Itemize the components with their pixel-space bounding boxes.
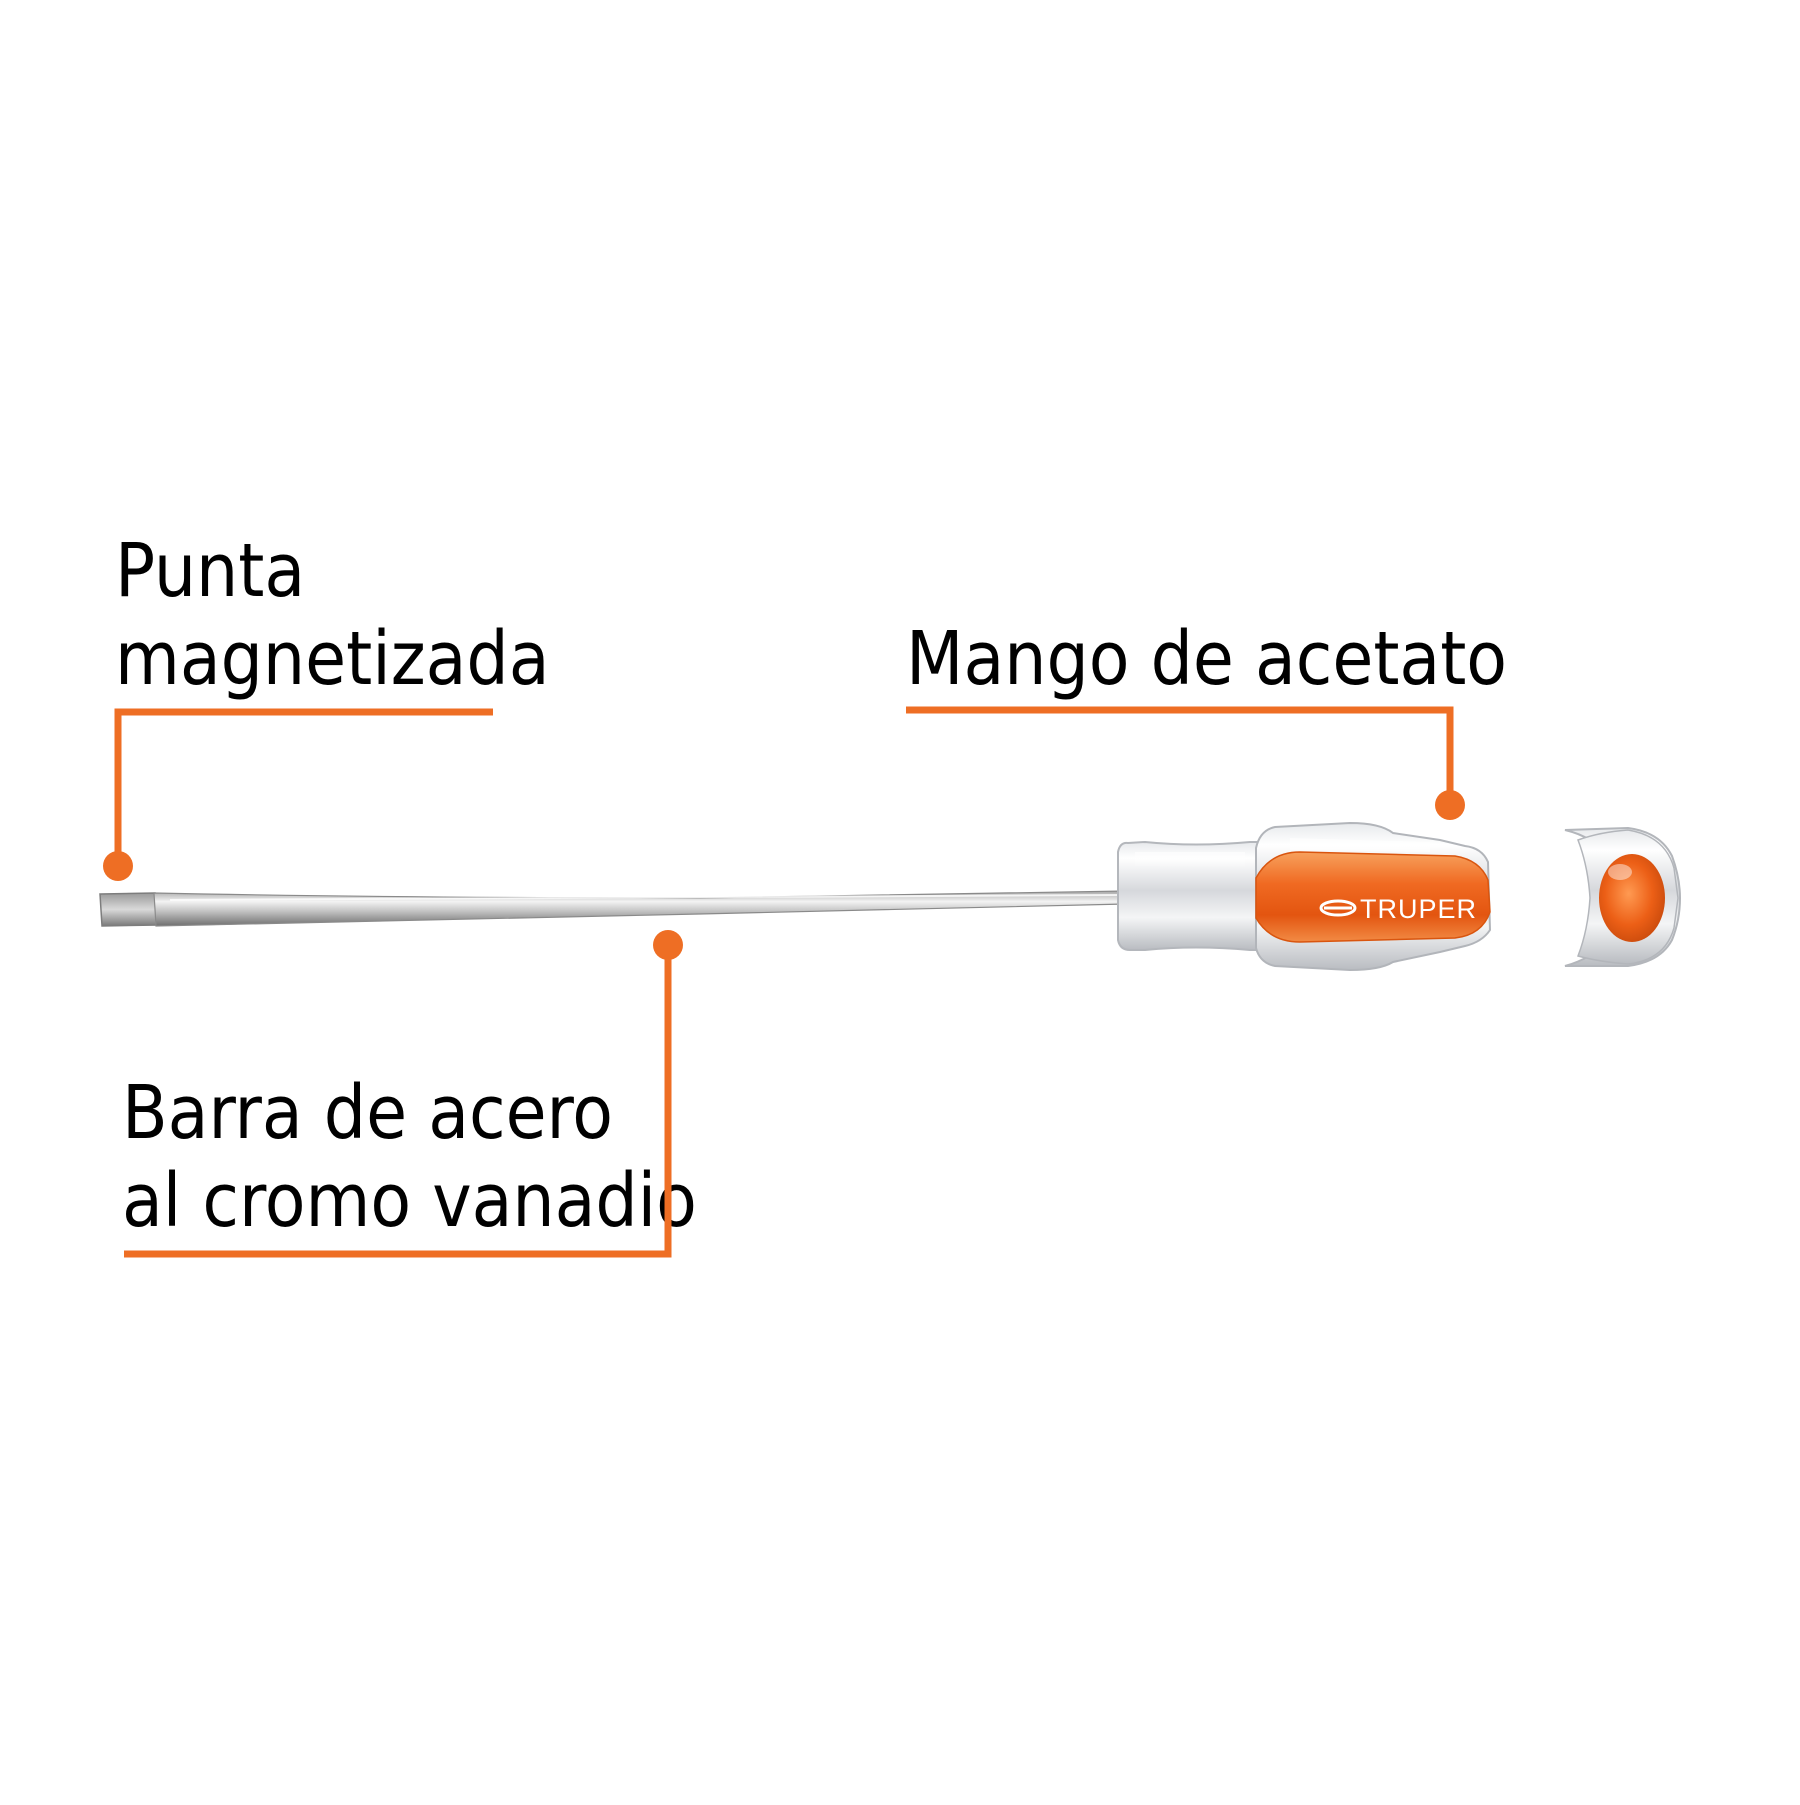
brand-name: TRUPER <box>1360 894 1477 924</box>
callout-tip-line1: Punta <box>115 528 305 614</box>
callout-handle-marker-dot <box>1435 790 1465 820</box>
brand-logo: TRUPER <box>1319 894 1477 924</box>
screwdriver: TRUPER <box>99 821 1682 972</box>
callout-tip-line2: magnetizada <box>115 616 550 702</box>
callout-handle: Mango de acetato <box>906 616 1507 820</box>
handle-collar <box>1117 840 1263 951</box>
callout-handle-line1: Mango de acetato <box>906 616 1507 702</box>
handle-grip-shine <box>1290 838 1430 852</box>
callout-tip-leader-line <box>114 708 493 864</box>
callout-tip: Punta magnetizada <box>103 528 550 881</box>
screwdriver-tip <box>99 892 159 927</box>
callout-bar-marker-dot <box>653 930 683 960</box>
handle-grip-orange-core <box>1255 851 1491 943</box>
handle-end-cap-orange-oval <box>1599 854 1665 942</box>
callout-tip-marker-dot <box>103 851 133 881</box>
callout-bar-leader-line <box>124 946 672 1258</box>
callout-handle-leader-line <box>906 706 1454 802</box>
screwdriver-shaft-highlight <box>169 894 1121 901</box>
screwdriver-handle: TRUPER <box>1117 821 1682 972</box>
callout-bar-line2: al cromo vanadio <box>122 1158 697 1244</box>
truper-wrench-logo-icon <box>1319 899 1357 917</box>
callout-bar-line1: Barra de acero <box>122 1070 613 1156</box>
callout-bar: Barra de acero al cromo vanadio <box>122 930 697 1258</box>
handle-collar-shine <box>1135 852 1245 868</box>
handle-end-cap-shine <box>1608 864 1632 880</box>
